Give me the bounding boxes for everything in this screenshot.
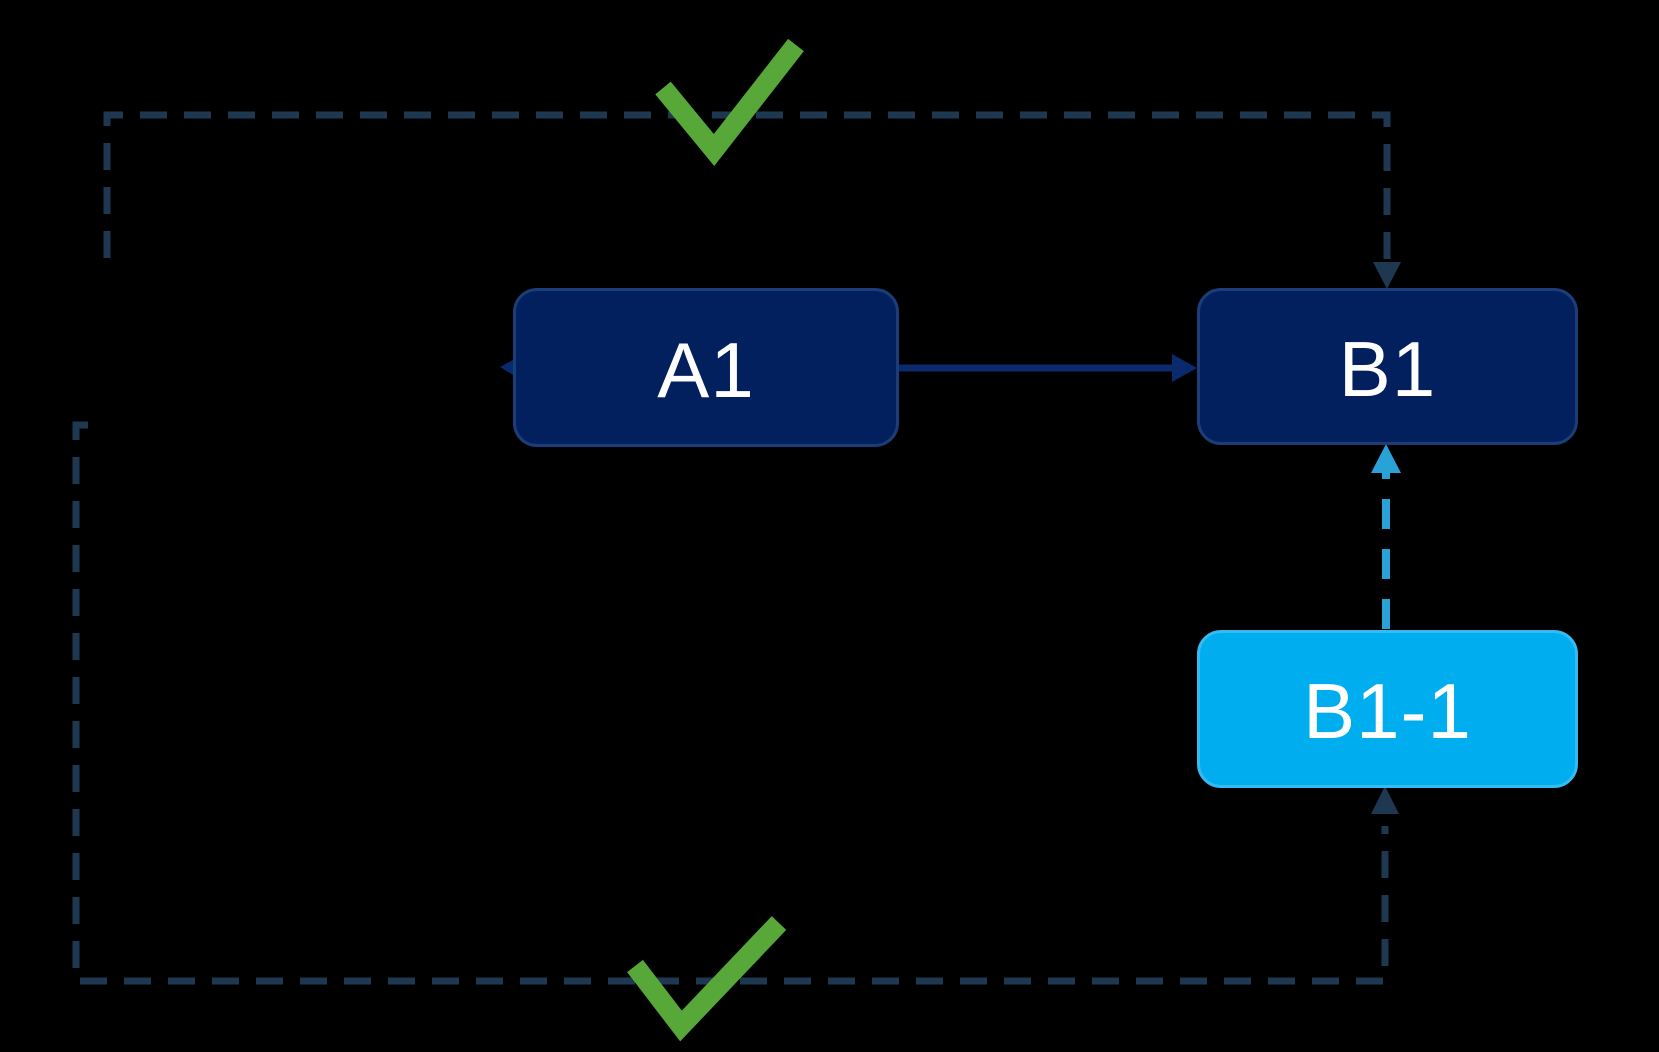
b1-1-to-b1-arrowhead-icon: [1371, 444, 1401, 473]
node-b1-1-label: B1-1: [1303, 667, 1472, 755]
node-b1-label: B1: [1338, 324, 1437, 413]
node-a1: A1: [513, 288, 899, 447]
top-loop-arrowhead-icon: [1373, 262, 1401, 289]
a1-left-arrowhead-icon: [500, 360, 513, 375]
bottom-approval-loop-connector: [72, 421, 1389, 985]
a1-to-b1-arrowhead-icon: [1172, 354, 1197, 382]
node-a1-label: A1: [657, 325, 755, 414]
bottom-loop-arrowhead-icon: [1371, 786, 1399, 814]
node-b1: B1: [1197, 288, 1578, 445]
top-approval-loop-connector: [103, 111, 1391, 262]
checkmark-icon-top: [655, 38, 804, 166]
node-b1-1: B1-1: [1197, 630, 1578, 788]
checkmark-icon-bottom: [627, 916, 787, 1042]
